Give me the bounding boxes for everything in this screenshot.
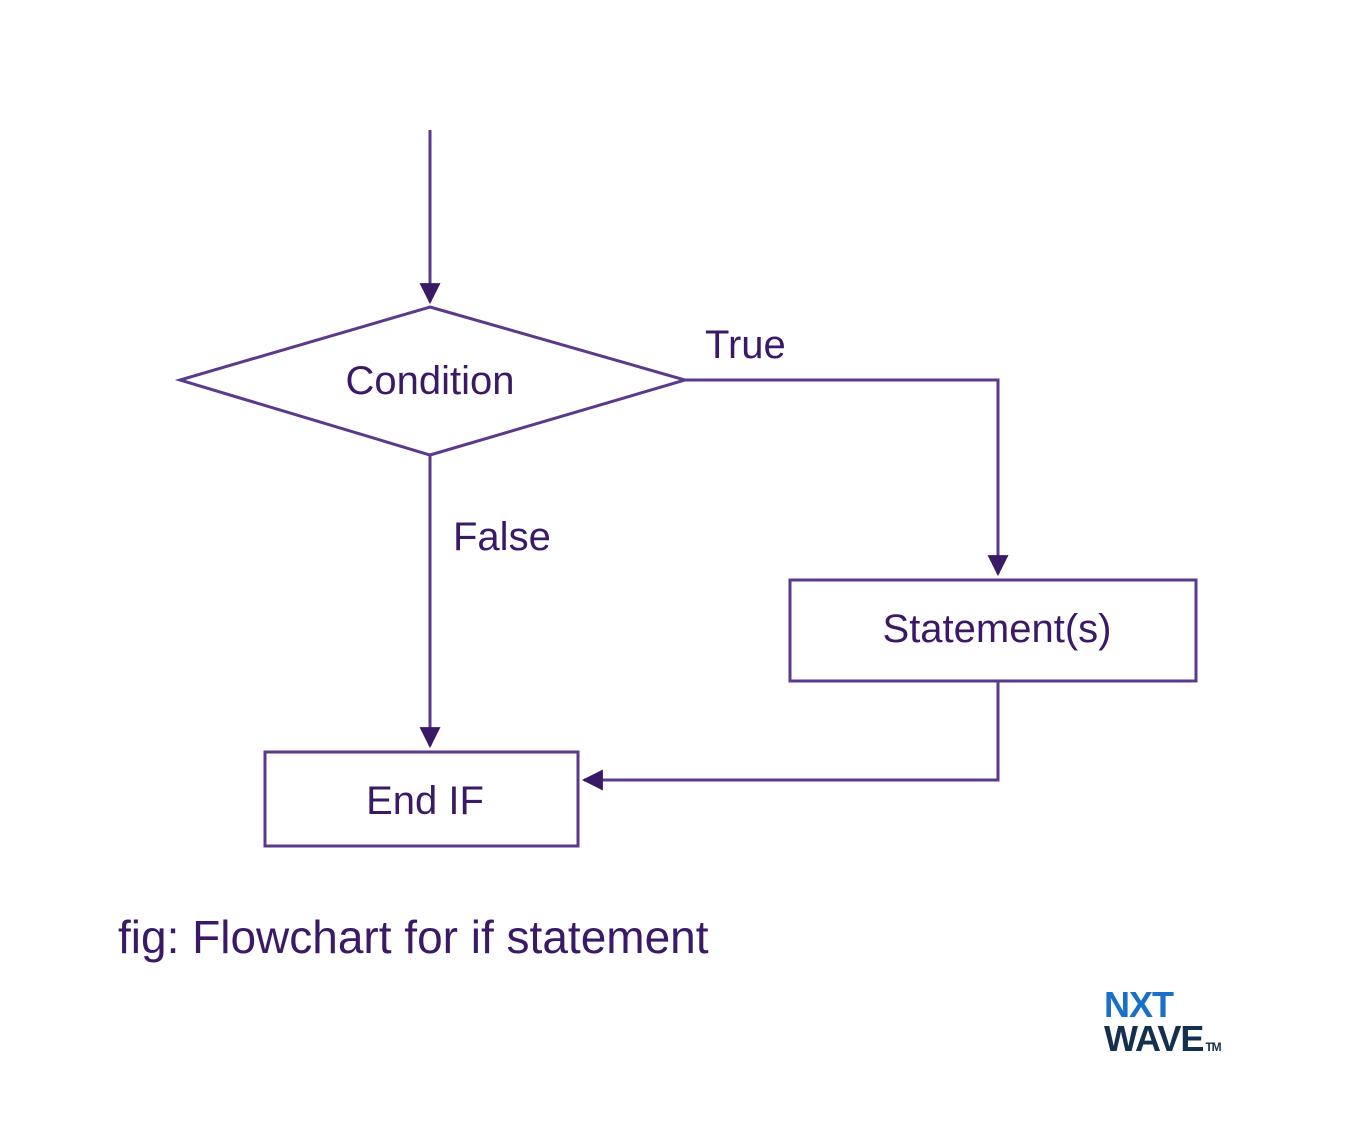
condition-label: Condition <box>345 359 514 403</box>
logo-line1: NXT <box>1104 984 1174 1025</box>
end-if-label: End IF <box>366 779 484 823</box>
statements-label: Statement(s) <box>883 607 1112 651</box>
false-label: False <box>453 515 551 559</box>
true-label: True <box>705 323 786 367</box>
true-edge <box>685 378 1009 577</box>
logo-line2-text: WAVE <box>1104 1018 1204 1059</box>
end-if-box <box>263 750 580 848</box>
logo-tm: TM <box>1205 1040 1221 1054</box>
merge-edge <box>581 681 1000 791</box>
figure-caption: fig: Flowchart for if statement <box>118 911 709 963</box>
statements-box <box>788 578 1198 683</box>
